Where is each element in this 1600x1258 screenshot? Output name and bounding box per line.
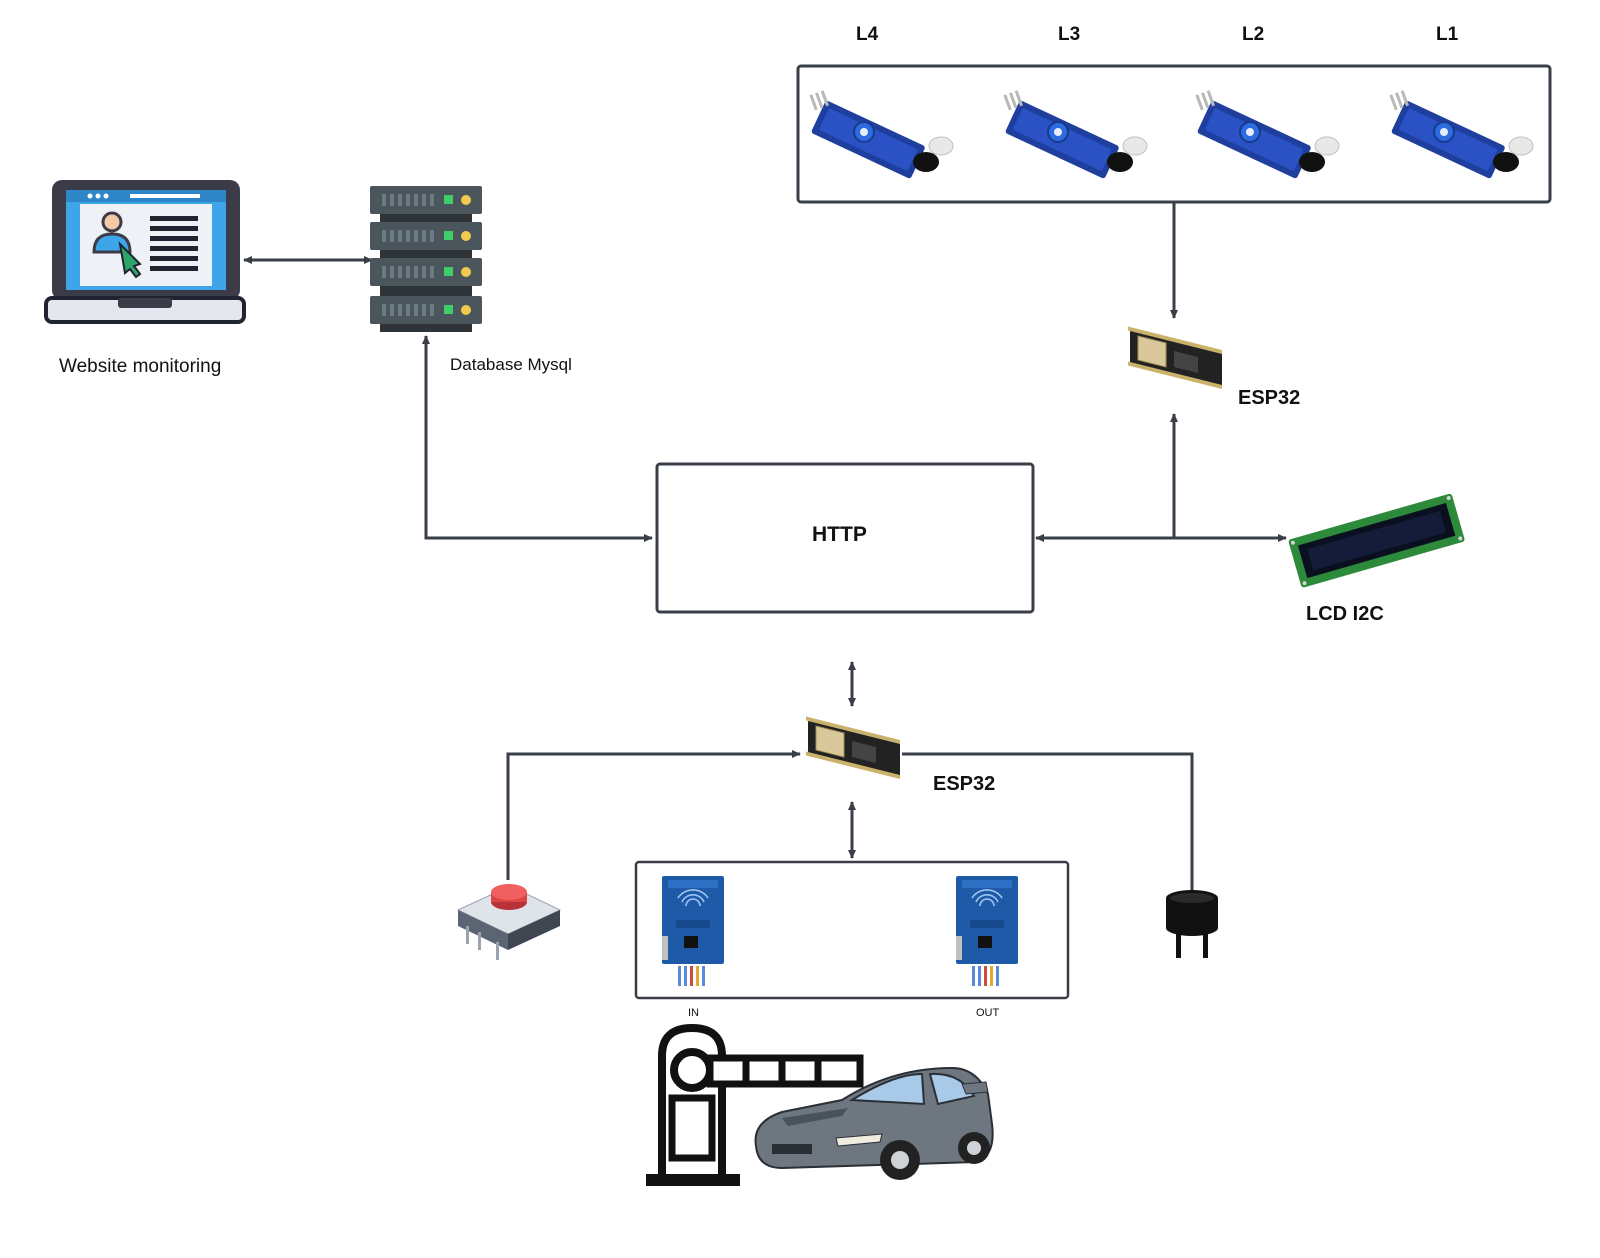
server-rack-icon [370,186,482,332]
esp32-bottom-label: ESP32 [933,773,996,795]
sensor-label-l2: L2 [1242,24,1265,45]
sensor-label-l4: L4 [856,24,879,45]
connector-database-http [422,335,653,542]
parking-barrier-icon [646,1023,864,1186]
buzzer-icon [1166,890,1218,958]
database-label: Database Mysql [450,355,572,374]
esp32-bottom-icon [805,716,901,780]
rfid-reader-in-icon [661,875,725,989]
connector-esp32-buzzer [902,752,1196,919]
lcd-label: LCD I2C [1306,603,1384,625]
sensor-label-l1: L1 [1436,24,1459,45]
push-button-icon [456,884,562,960]
sensor-label-l3: L3 [1058,24,1081,45]
website-monitoring-label: Website monitoring [59,356,222,377]
rfid-reader-out-icon [955,875,1019,989]
esp32-top-label: ESP32 [1238,387,1301,409]
http-label: HTTP [812,523,867,546]
lcd-display-icon [1288,493,1465,588]
http-box [655,462,1035,614]
esp32-top-icon [1127,326,1223,390]
rfid-out-label: OUT [976,1007,1000,1019]
car-icon [754,1066,994,1180]
laptop-user-icon [44,180,246,324]
ir-sensor-l2-icon [1194,89,1340,181]
ir-sensor-l3-icon [1002,89,1148,181]
connector-button-esp32 [506,750,801,880]
rfid-group-box [634,860,1070,1000]
rfid-in-label: IN [688,1007,699,1019]
ir-sensor-l4-icon [808,89,954,181]
ir-sensor-l1-icon [1388,89,1534,181]
